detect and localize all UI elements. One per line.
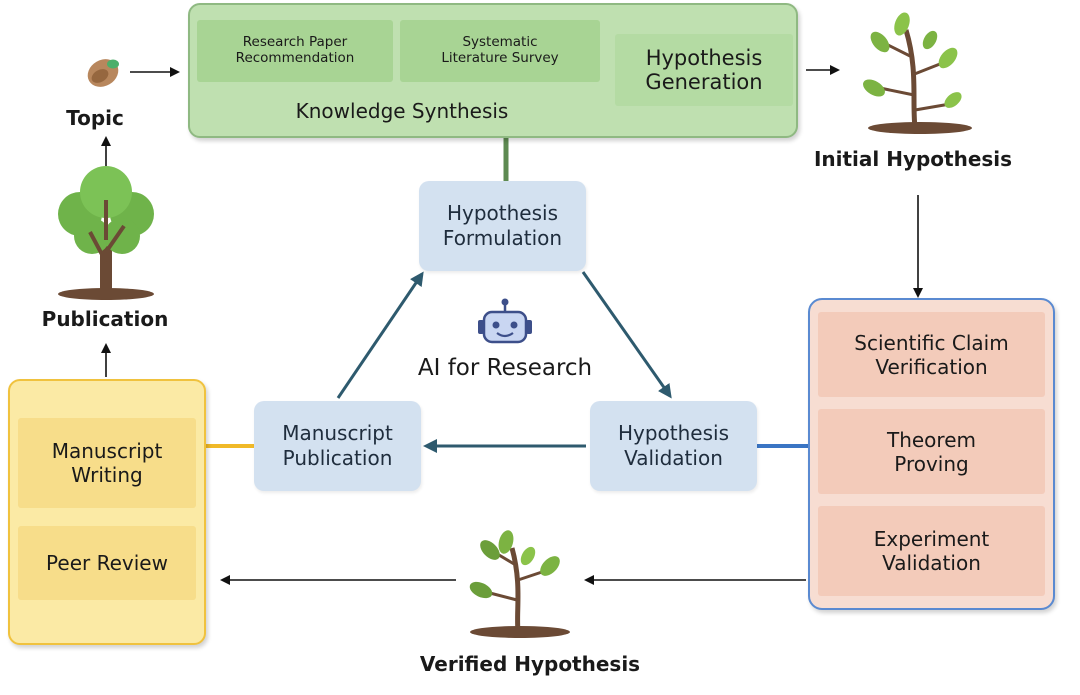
- ai-for-research-label: AI for Research: [417, 355, 593, 381]
- hypothesis-generation-box: Hypothesis Generation: [615, 34, 793, 106]
- topic-label: Topic: [66, 106, 124, 130]
- hypothesis-formulation-label: Hypothesis Formulation: [442, 201, 563, 250]
- hypothesis-validation-label: Hypothesis Validation: [617, 421, 730, 470]
- initial-hypothesis-label: Initial Hypothesis: [813, 147, 1013, 171]
- hypothesis-validation-box: Hypothesis Validation: [590, 401, 757, 491]
- robot-icon: [478, 298, 532, 344]
- peer-review-label: Peer Review: [46, 551, 168, 575]
- manuscript-writing-box: Manuscript Writing: [18, 418, 196, 508]
- systematic-literature-survey-box: Systematic Literature Survey: [400, 20, 600, 82]
- manuscript-publication-label: Manuscript Publication: [282, 421, 393, 470]
- sapling-icon: [469, 530, 570, 638]
- plant-icon: [863, 12, 972, 134]
- verified-hypothesis-label: Verified Hypothesis: [419, 652, 641, 676]
- peer-review-box: Peer Review: [18, 526, 196, 600]
- manuscript-writing-label: Manuscript Writing: [51, 439, 163, 487]
- theorem-proving-label: Theorem Proving: [886, 427, 976, 476]
- seed-icon: [87, 59, 119, 87]
- research-paper-recommendation-label: Research Paper Recommendation: [235, 34, 355, 66]
- theorem-proving-box: Theorem Proving: [818, 409, 1045, 494]
- hypothesis-formulation-box: Hypothesis Formulation: [419, 181, 586, 271]
- hypothesis-generation-label: Hypothesis Generation: [645, 45, 763, 94]
- publication-label: Publication: [41, 307, 169, 331]
- experiment-validation-box: Experiment Validation: [818, 506, 1045, 596]
- systematic-literature-survey-label: Systematic Literature Survey: [441, 34, 559, 66]
- scientific-claim-verification-label: Scientific Claim Verification: [854, 330, 1009, 379]
- scientific-claim-verification-box: Scientific Claim Verification: [818, 312, 1045, 397]
- experiment-validation-label: Experiment Validation: [873, 527, 990, 575]
- cycle-arrow-formulation-to-validation: [581, 271, 672, 399]
- knowledge-synthesis-label: Knowledge Synthesis: [295, 99, 509, 123]
- research-paper-recommendation-box: Research Paper Recommendation: [197, 20, 393, 82]
- tree-icon: [58, 166, 154, 300]
- cycle-arrow-publication-to-formulation: [336, 271, 424, 399]
- manuscript-publication-box: Manuscript Publication: [254, 401, 421, 491]
